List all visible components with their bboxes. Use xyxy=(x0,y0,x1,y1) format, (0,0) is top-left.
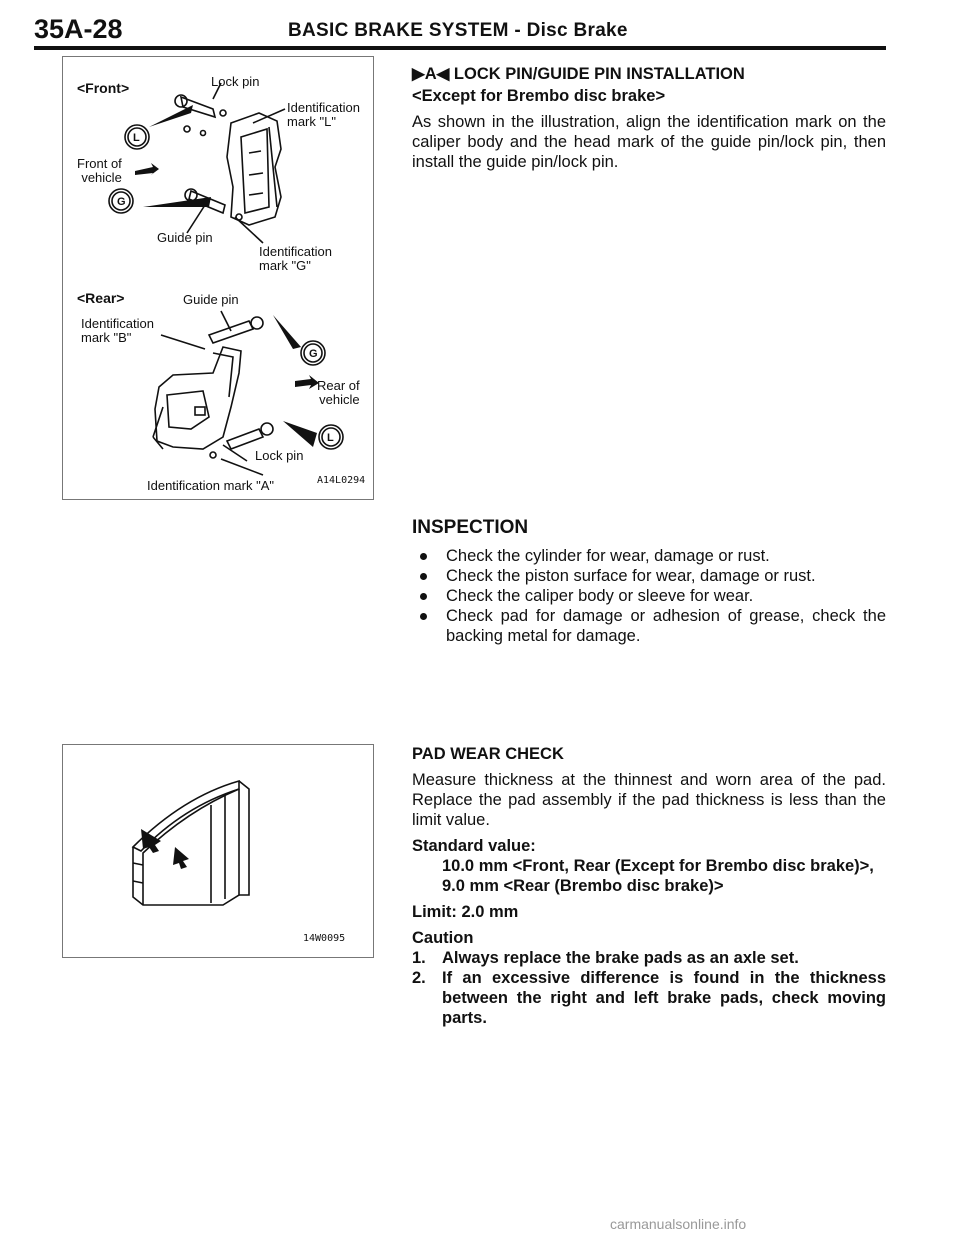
bullet-icon xyxy=(420,593,427,600)
list-item: Check the piston surface for wear, damag… xyxy=(412,566,886,586)
identification-mark-g-label: Identification mark "G" xyxy=(259,244,332,273)
caution-label: Caution xyxy=(412,929,474,947)
brake-pad-illustration: 14W0095 xyxy=(62,744,374,958)
front-label: <Front> xyxy=(77,80,130,96)
lock-pin-rear-label: Lock pin xyxy=(255,448,304,463)
marker-right-icon: ▶ xyxy=(412,65,425,83)
page-title: BASIC BRAKE SYSTEM - Disc Brake xyxy=(288,20,628,42)
lock-pin-front-label: Lock pin xyxy=(211,74,260,89)
inspection-section: INSPECTION Check the cylinder for wear, … xyxy=(412,518,886,646)
rear-of-vehicle-label: Rear of vehicle xyxy=(317,378,360,407)
install-section: ▶A◀ LOCK PIN/GUIDE PIN INSTALLATION <Exc… xyxy=(412,64,886,172)
install-heading: ▶A◀ LOCK PIN/GUIDE PIN INSTALLATION xyxy=(412,64,886,84)
install-subheading: <Except for Brembo disc brake> xyxy=(412,87,666,105)
install-body: As shown in the illustration, align the … xyxy=(412,113,886,171)
bullet-icon xyxy=(420,573,427,580)
marker-left-icon: ◀ xyxy=(436,65,450,83)
heading-letter: A xyxy=(424,65,437,83)
bullet-icon xyxy=(420,613,427,620)
caution-item: 2.If an excessive difference is found in… xyxy=(412,969,886,1027)
page-title-sub: Disc Brake xyxy=(526,20,628,41)
caution-item: 1.Always replace the brake pads as an ax… xyxy=(412,949,799,967)
limit-value: Limit: 2.0 mm xyxy=(412,903,519,921)
identification-mark-a-label: Identification mark "A" xyxy=(147,478,275,493)
identification-mark-b-label: Identification mark "B" xyxy=(81,316,154,345)
figure-id-2: 14W0095 xyxy=(303,933,346,944)
caliper-drawing xyxy=(108,82,344,476)
page-title-main: BASIC BRAKE SYSTEM - xyxy=(288,20,521,41)
watermark: carmanualsonline.info xyxy=(610,1216,747,1232)
guide-pin-front-label: Guide pin xyxy=(157,230,213,245)
badge-l-front: L xyxy=(133,132,140,144)
badge-l-rear: L xyxy=(327,432,334,444)
badge-g-rear: G xyxy=(309,348,318,360)
standard-value-line-1: 10.0 mm <Front, Rear (Except for Brembo … xyxy=(442,857,874,875)
identification-mark-l-label: Identification mark "L" xyxy=(287,100,360,129)
front-of-vehicle-label: Front of vehicle xyxy=(77,156,122,185)
install-heading-text: LOCK PIN/GUIDE PIN INSTALLATION xyxy=(453,65,745,83)
pad-wear-body: Measure thickness at the thinnest and wo… xyxy=(412,771,886,829)
standard-value-label: Standard value: xyxy=(412,837,536,855)
list-item: Check the cylinder for wear, damage or r… xyxy=(412,546,886,566)
badge-g-front: G xyxy=(117,196,126,208)
pad-wear-heading: PAD WEAR CHECK xyxy=(412,745,564,763)
inspection-list: Check the cylinder for wear, damage or r… xyxy=(412,546,886,646)
page-number: 35A-28 xyxy=(34,14,123,44)
brake-pad-drawing xyxy=(131,779,250,906)
figure-id-1: A14L0294 xyxy=(317,475,366,486)
list-item: Check the caliper body or sleeve for wea… xyxy=(412,586,886,606)
bullet-icon xyxy=(420,553,427,560)
header-rule xyxy=(34,46,886,50)
standard-value-line-2: 9.0 mm <Rear (Brembo disc brake)> xyxy=(442,877,724,895)
list-item: Check pad for damage or adhesion of grea… xyxy=(412,606,886,646)
pad-wear-section: PAD WEAR CHECK Measure thickness at the … xyxy=(412,744,886,1028)
inspection-heading: INSPECTION xyxy=(412,517,529,538)
caliper-pin-illustration: <Front> Lock pin Identification mark "L"… xyxy=(62,56,374,500)
guide-pin-rear-label: Guide pin xyxy=(183,292,239,307)
rear-label: <Rear> xyxy=(77,290,125,306)
